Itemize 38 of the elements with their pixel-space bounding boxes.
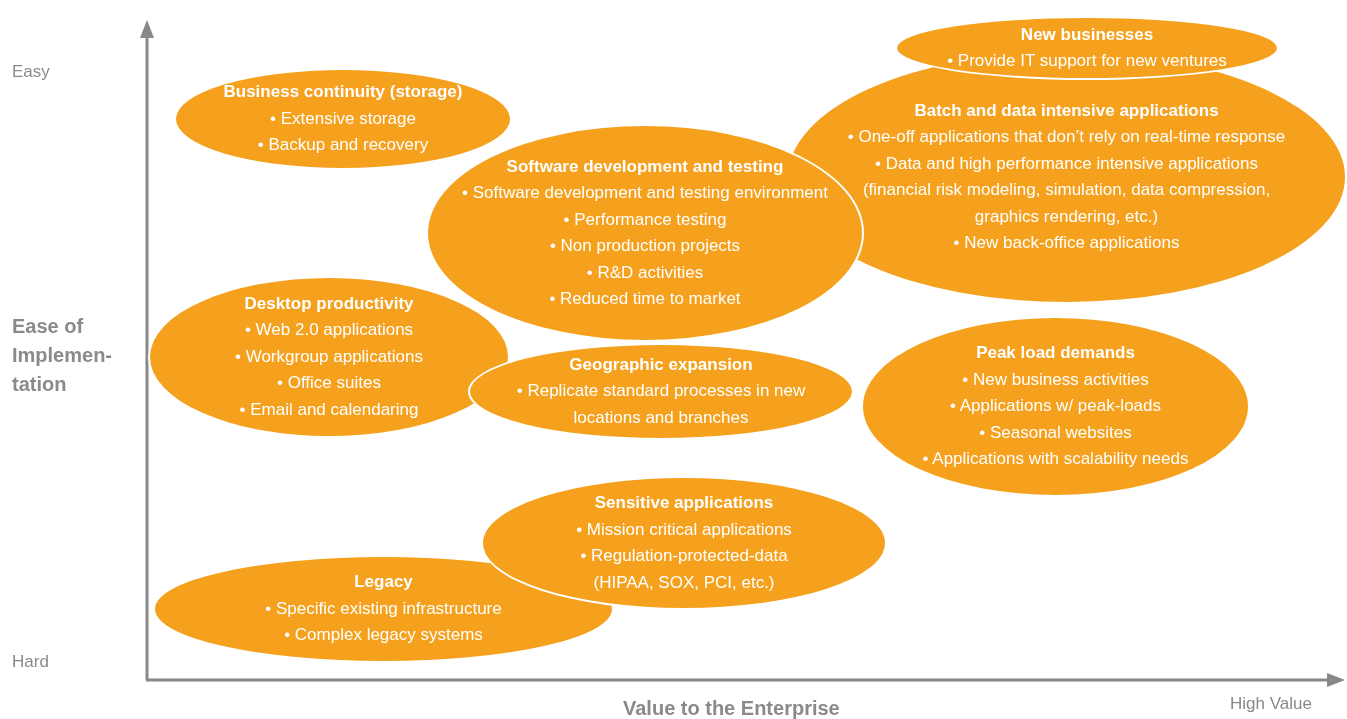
axis-end-label: Hard (12, 651, 49, 673)
bullet-item: • Web 2.0 applications (244, 319, 414, 342)
bullet-item: • Office suites (277, 372, 381, 395)
bullet-item: • Regulation-protected-data (HIPAA, SOX, PCI, etc.) (579, 545, 789, 594)
bullet-item: • Email and calendaring (239, 398, 419, 421)
bullet-item: • Extensive storage (270, 107, 416, 130)
bullet-item: • Software development and testing environment (462, 182, 828, 204)
bullet-item: • Applications w/ peak-loads (950, 395, 1161, 418)
bullet-item: • Non production projects (549, 235, 741, 257)
bullet-item: • Data and high performance intensive applications (financial risk modeling, simulation, data compression, graphics rendering, etc.) (861, 152, 1272, 228)
bubble-heading: Peak load demands (976, 342, 1135, 365)
bullet-item: • Applications with scalability needs (922, 448, 1189, 471)
axis-title: Value to the Enterprise (623, 696, 840, 719)
bubble-heading: Software development and testing (506, 155, 784, 178)
bullet-item: • Mission critical applications (576, 518, 792, 541)
bubble-heading: Batch and data intensive applications (914, 99, 1219, 122)
bullet-item: • One-off applications that don’t rely on real-time response (847, 126, 1286, 148)
axis-title: Ease of Implemen- tation (12, 314, 114, 397)
bullet-item: • Backup and recovery (257, 134, 429, 157)
bullet-item: • Workgroup applications (235, 345, 423, 368)
bullet-item: • Replicate standard processes in new locations and branches (515, 380, 807, 429)
bullet-item: • Specific existing infrastructure (265, 597, 502, 620)
bullet-item: • New back-office applications (953, 232, 1180, 254)
bubble-heading: Geographic expansion (569, 353, 753, 376)
bullet-item: • Provide IT support for new ventures (947, 50, 1227, 72)
bullet-item: • Performance testing (563, 208, 727, 231)
bullet-item: • New business activities (962, 368, 1149, 391)
bubble-heading: Desktop productivity (244, 292, 414, 315)
bubble-heading: New businesses (1020, 23, 1154, 46)
bubble-heading: Sensitive applications (594, 492, 774, 514)
bullet-item: • Complex legacy systems (284, 624, 483, 647)
bullet-item: • Reduced time to market (549, 288, 741, 310)
bubble-heading: Business continuity (storage) (223, 81, 463, 104)
bubble-heading: Legacy (354, 571, 413, 594)
axis-end-label: Easy (12, 61, 50, 83)
axis-end-label: High Value (1230, 693, 1312, 715)
bullet-item: • Seasonal websites (979, 421, 1132, 444)
bullet-item: • R&D activities (586, 261, 704, 284)
